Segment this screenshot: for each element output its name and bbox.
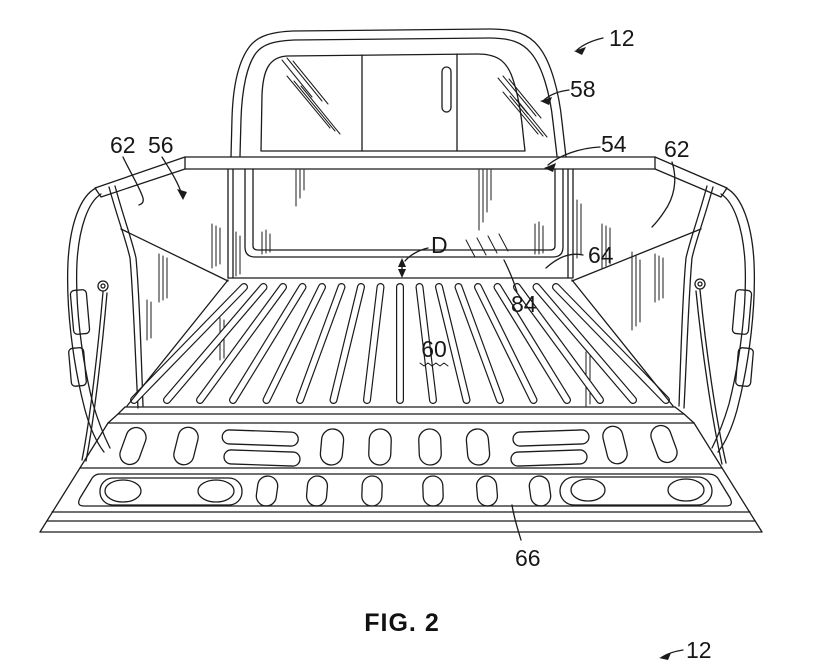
ref-label-12-top: 12	[609, 25, 635, 51]
truck-cab	[230, 28, 567, 158]
tailgate-66	[39, 422, 763, 533]
tailgate-lower-panel	[78, 473, 732, 507]
left-marker-lamp-upper	[69, 289, 91, 335]
left-cable-anchor	[97, 280, 109, 292]
annotations: 12 58 62 56 54 62 64 84 D 60 66 12 FIG. …	[110, 25, 712, 660]
left-top-rail	[94, 156, 186, 198]
right-cable-anchor	[694, 278, 706, 290]
left-fender-outer	[66, 187, 105, 453]
label-60-underline	[419, 362, 449, 367]
right-bedside	[571, 185, 756, 465]
tie-down-pocket-left	[99, 477, 243, 506]
rear-window-slider-handle	[441, 66, 452, 113]
left-bedside	[66, 185, 229, 462]
ref-label-62-right: 62	[664, 136, 690, 162]
left-wall-crease	[120, 228, 229, 282]
ref-label-66: 66	[515, 545, 541, 571]
leader-62-left	[122, 156, 144, 206]
left-wall-rear-edge	[108, 186, 139, 409]
leader-66	[511, 504, 522, 541]
left-fender-inner	[76, 193, 111, 449]
leader-64	[545, 253, 584, 269]
right-fender-outer	[717, 187, 756, 453]
divider-edge-hatch-84	[465, 233, 509, 258]
right-wall-rear-edge	[683, 186, 714, 409]
left-tailgate-cable	[81, 291, 108, 462]
rear-window-glass-hatching	[281, 57, 548, 138]
bed-floor-60	[124, 279, 676, 408]
ref-label-D: D	[431, 232, 448, 258]
left-marker-lamp-lower	[68, 347, 87, 387]
leader-12-top	[576, 37, 604, 51]
ref-label-62-left: 62	[110, 132, 136, 158]
right-tailgate-cable	[695, 289, 727, 465]
tailgate-upper-slots	[119, 424, 678, 467]
right-top-rail	[654, 156, 728, 198]
leader-62-right	[651, 161, 676, 228]
leader-D	[404, 247, 429, 262]
ref-label-58: 58	[570, 76, 596, 102]
tailgate-side-edges	[39, 422, 763, 533]
header-panel-54	[94, 156, 728, 198]
rear-window	[260, 53, 526, 152]
rear-window-dividers	[361, 53, 458, 152]
leader-58	[543, 89, 570, 101]
right-wall-crease	[571, 228, 702, 282]
rear-sill	[107, 406, 695, 424]
ref-label-12-bottom: 12	[686, 637, 712, 660]
ref-label-60: 60	[421, 336, 447, 362]
ref-label-56: 56	[148, 132, 174, 158]
figure-caption: FIG. 2	[364, 609, 439, 637]
ref-label-54: 54	[601, 131, 627, 157]
divider-panel-64	[244, 168, 564, 258]
right-wall-hatching	[576, 199, 664, 407]
leader-54	[547, 146, 601, 166]
tie-down-pocket-right	[559, 476, 713, 506]
arrowheads	[177, 47, 671, 660]
right-fender-inner	[711, 193, 746, 449]
right-tail-lamp-lower	[735, 347, 754, 387]
bulkhead-edges	[227, 168, 574, 279]
tailgate-lower-slots	[99, 475, 713, 507]
divider-hatching	[235, 169, 544, 277]
ref-label-84: 84	[511, 291, 537, 317]
right-tail-lamp-upper	[731, 289, 753, 335]
leader-84	[503, 259, 518, 293]
ref-label-64: 64	[588, 242, 614, 268]
left-wall-hatching	[146, 223, 225, 361]
